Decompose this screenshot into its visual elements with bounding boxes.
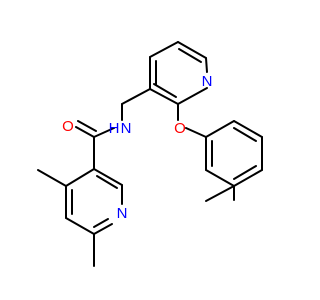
bond <box>96 175 118 189</box>
bond <box>233 120 263 138</box>
bond <box>93 127 115 138</box>
bond <box>205 185 235 202</box>
bond <box>205 169 235 187</box>
bond <box>93 168 123 186</box>
bond <box>177 41 207 59</box>
bond <box>65 217 95 235</box>
atom-label-h-amide: H <box>109 120 120 137</box>
bond <box>93 218 109 228</box>
bond <box>178 48 202 63</box>
atom-labels: N N H O O N <box>62 73 212 222</box>
bond <box>149 88 179 105</box>
bond-lines <box>37 41 263 267</box>
bond <box>233 169 263 187</box>
bond <box>233 165 257 180</box>
atom-label-n-pyridine-top: N <box>202 73 213 90</box>
bond <box>233 127 257 142</box>
atom-label-o-carbonyl: O <box>62 118 74 135</box>
bond <box>149 41 179 58</box>
bond <box>75 126 95 138</box>
bond <box>121 88 151 105</box>
bond <box>153 83 177 98</box>
bond <box>37 169 67 187</box>
chemical-structure-diagram: N N H O O N <box>37 41 263 267</box>
bond <box>77 120 97 132</box>
bond <box>205 57 208 73</box>
atom-label-n-amide: N <box>121 120 132 137</box>
bond <box>185 127 207 138</box>
bond <box>205 120 235 138</box>
atom-label-o-ether: O <box>174 120 186 137</box>
bond <box>177 87 208 105</box>
bond <box>65 168 95 187</box>
bond <box>93 223 113 235</box>
atom-label-n-pyridine-bottom: N <box>117 205 128 222</box>
